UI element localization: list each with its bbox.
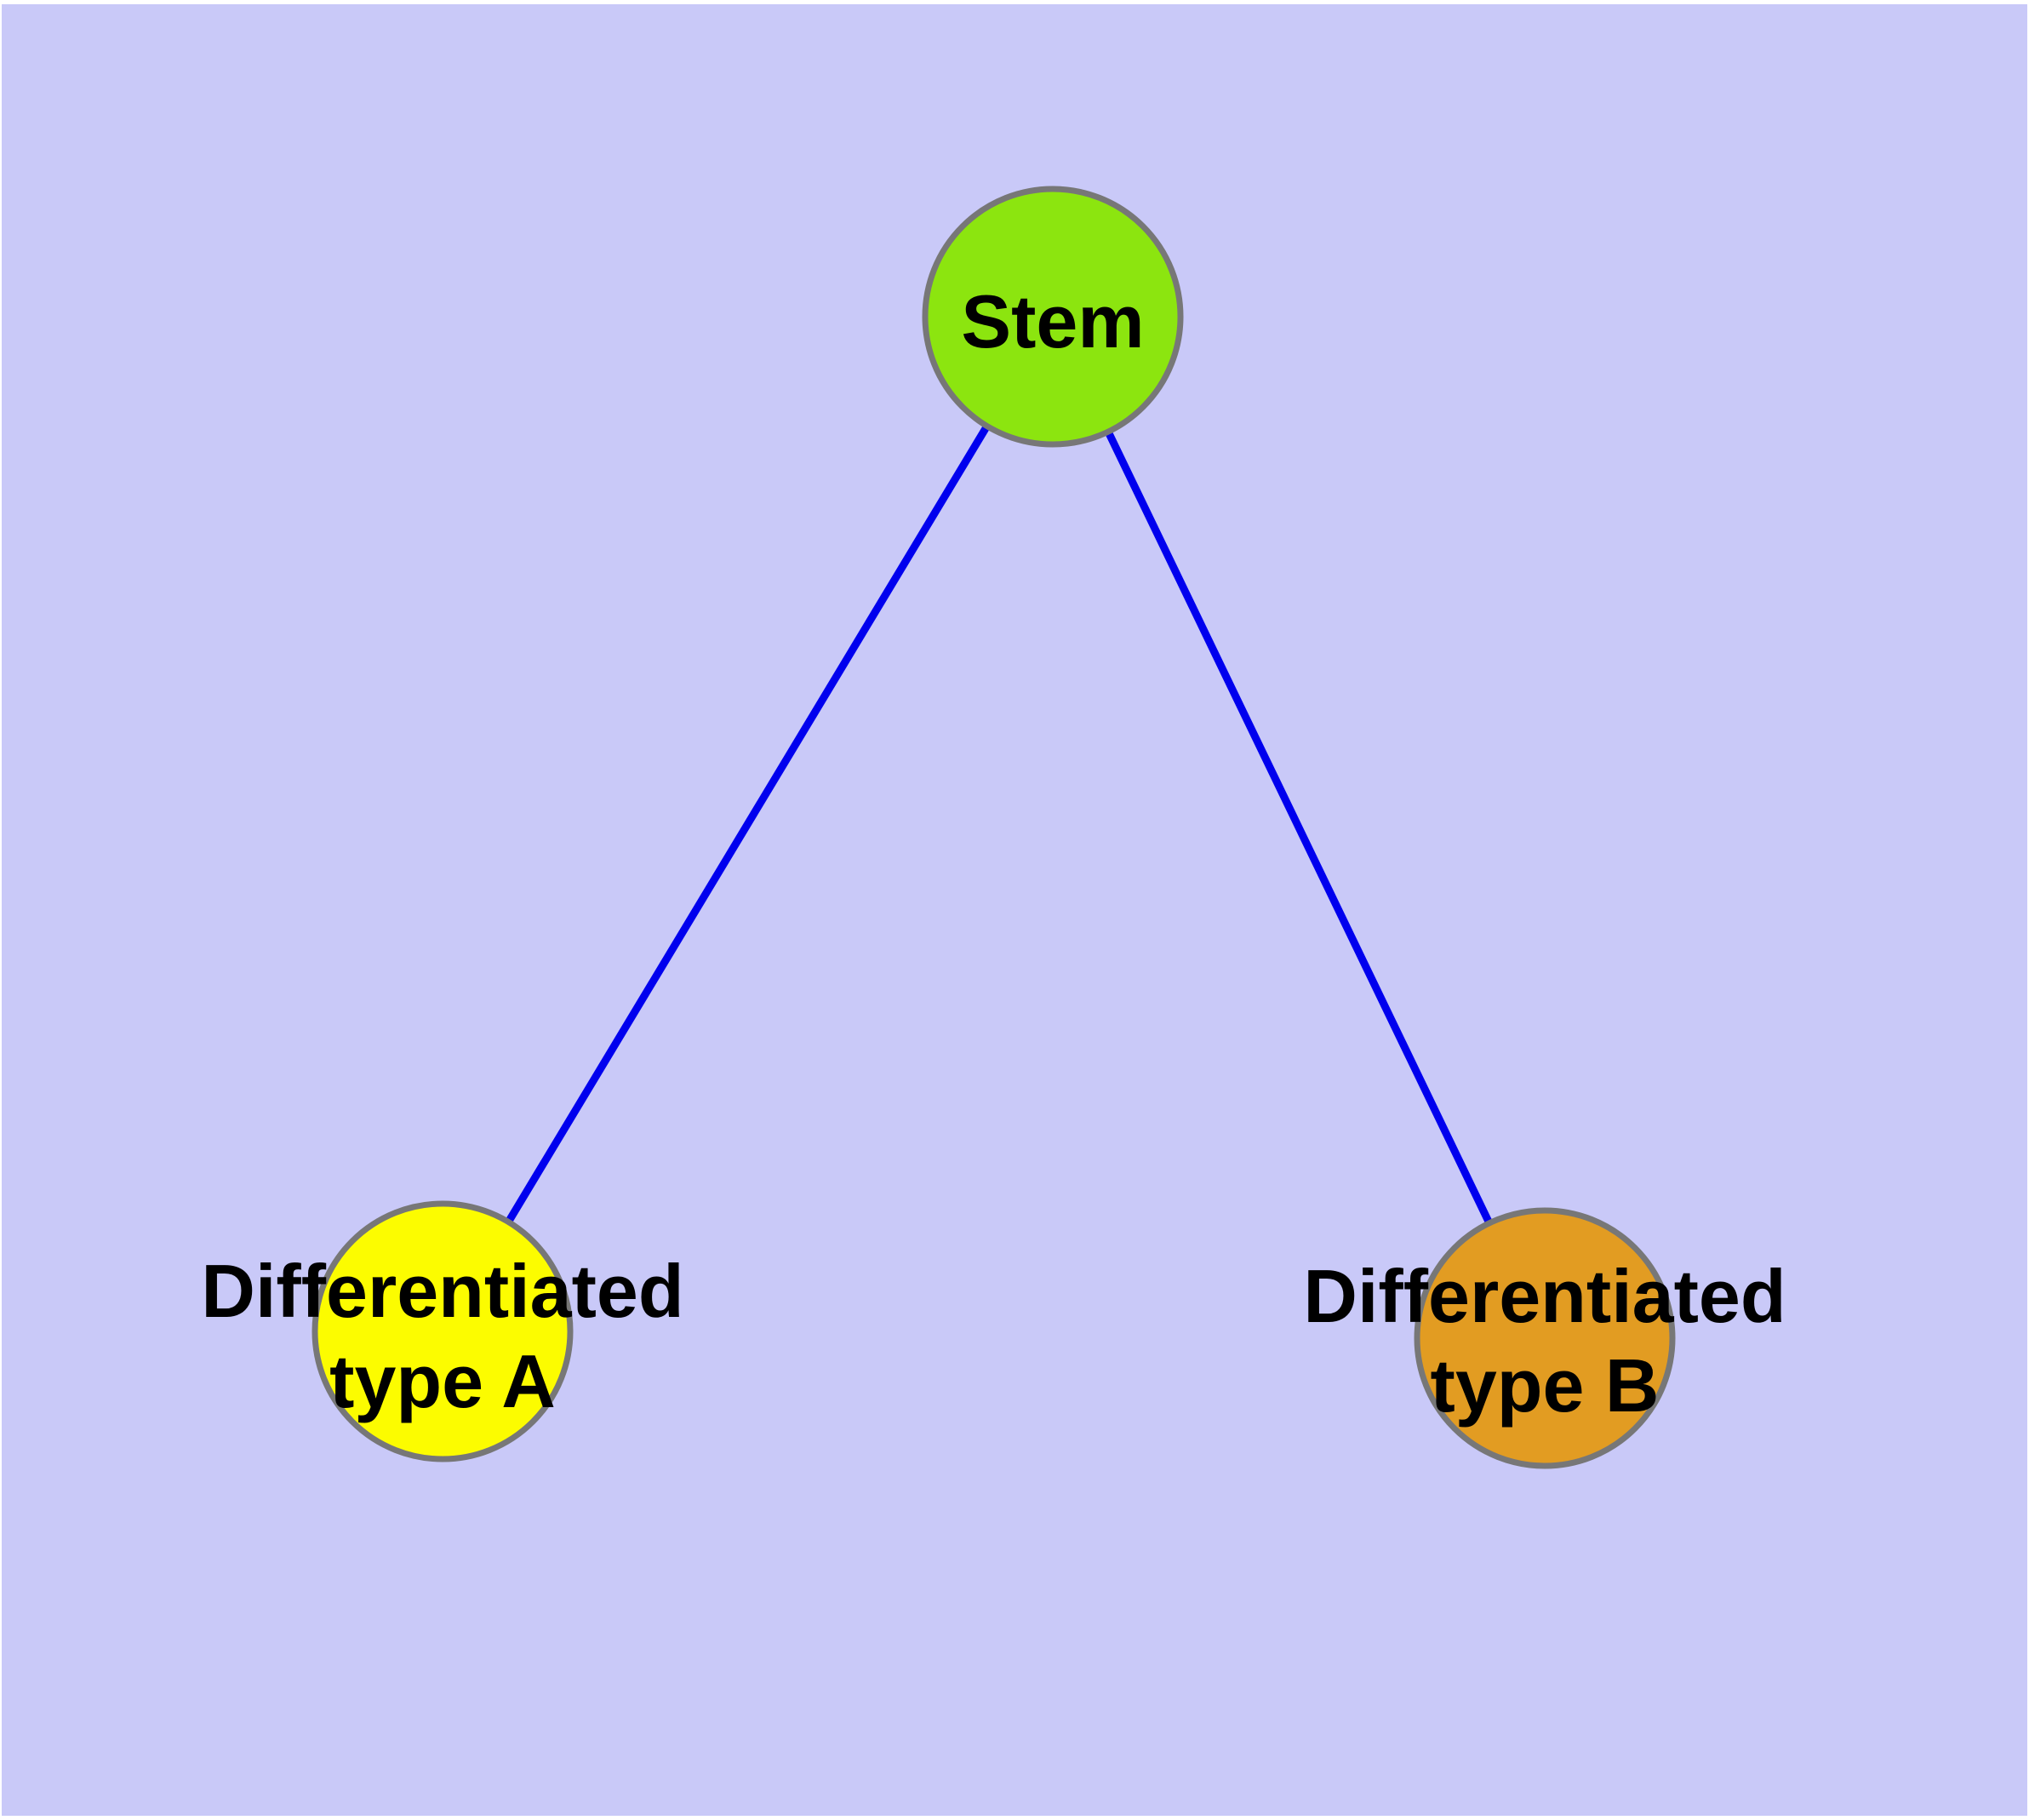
edge-stem-to-type-b — [1049, 315, 1549, 1340]
node-type-a-label-line-2: type A — [329, 1339, 556, 1423]
node-type-b-label-line-2: type B — [1431, 1343, 1660, 1428]
edge-stem-to-type-a — [439, 314, 1056, 1334]
node-stem-label: Stem — [961, 279, 1144, 363]
node-differentiated-type-a — [311, 1200, 574, 1462]
node-differentiated-type-b — [1414, 1207, 1676, 1469]
node-type-a-label-line-1: Differentiated — [201, 1249, 683, 1333]
node-type-b-label-line-1: Differentiated — [1303, 1254, 1786, 1338]
node-stem — [922, 186, 1184, 448]
